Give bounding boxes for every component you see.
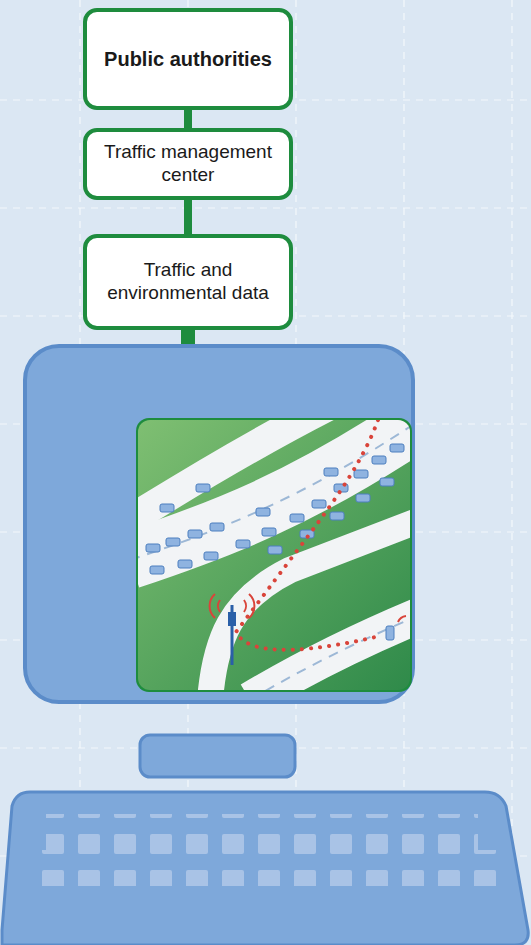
box-label: Traffic management center [97,141,279,187]
traffic-map [138,420,410,690]
process-box: Traffic management center [83,128,293,200]
connector-line [188,110,189,128]
key-row [28,850,496,886]
process-box: Traffic and environmental data [83,234,293,330]
box-label: Public authorities [104,47,272,71]
connector-line [188,200,189,234]
keyboard [2,792,528,945]
monitor-stand [140,735,295,777]
box-label: Traffic and environmental data [97,259,279,305]
key-row [46,814,478,850]
process-box: Public authorities [83,8,293,110]
